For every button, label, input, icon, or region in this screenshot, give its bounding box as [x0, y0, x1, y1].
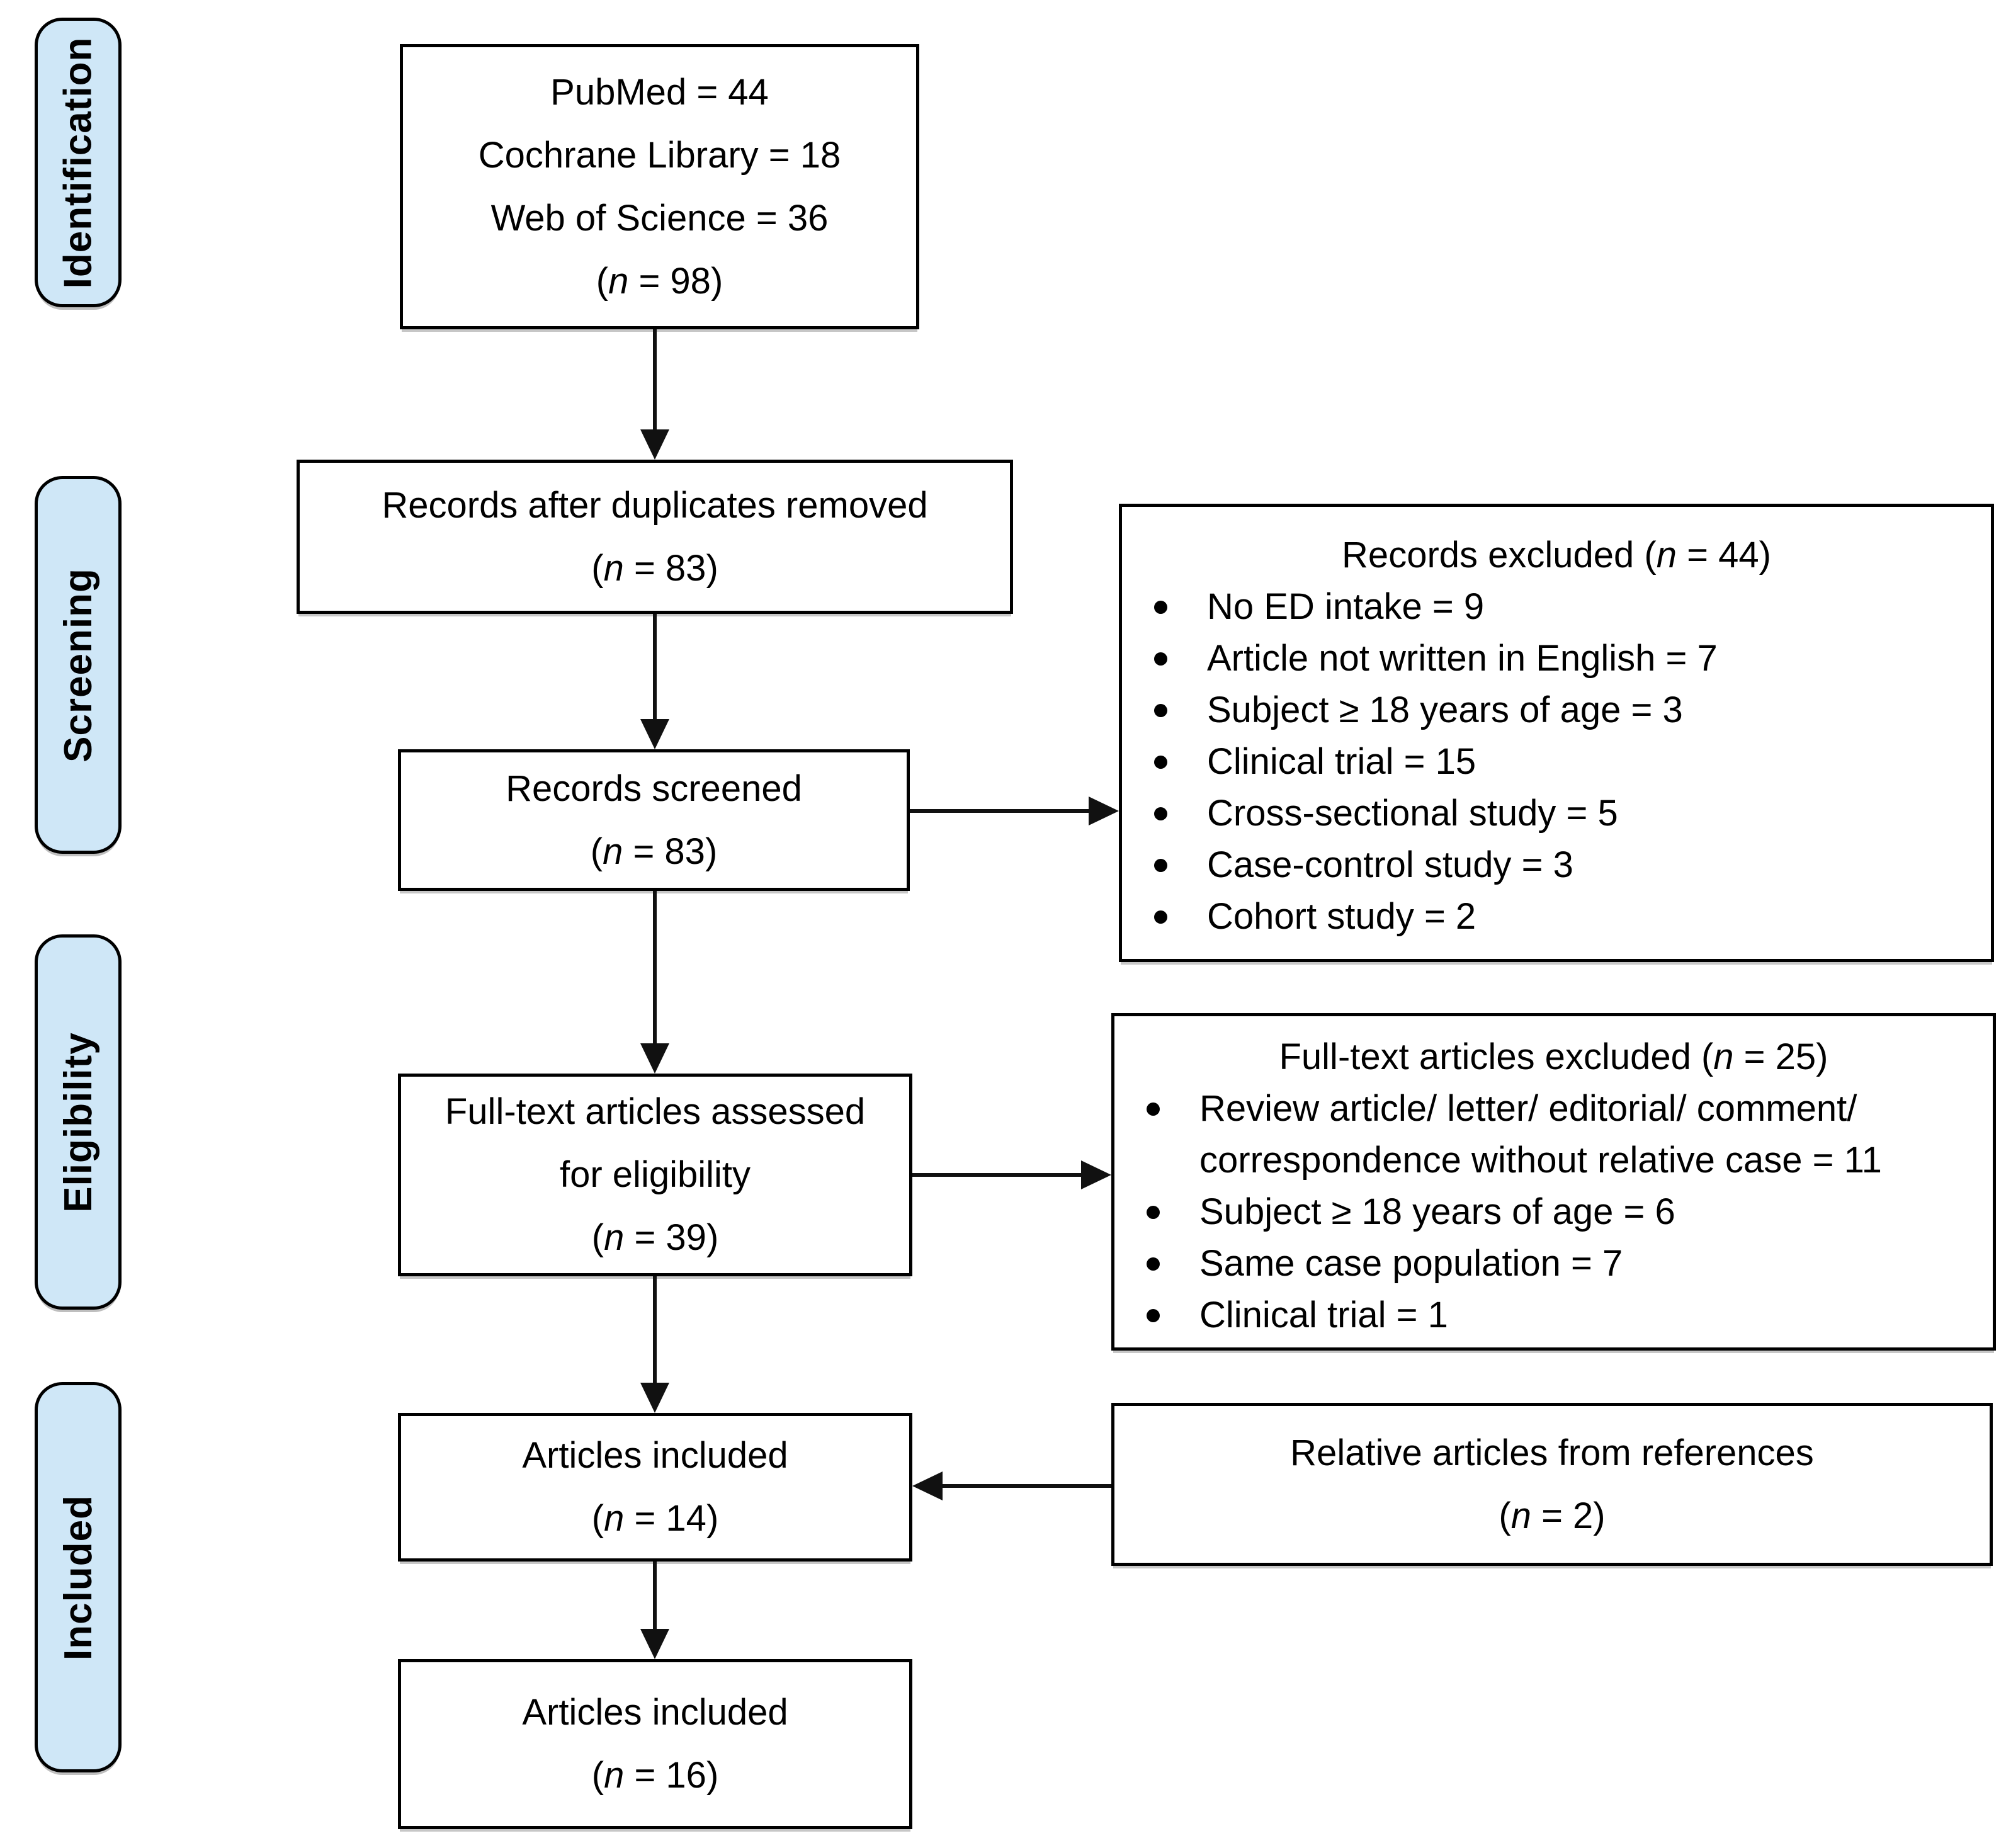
exclusion-reason-item: Cross-sectional study = 5 — [1150, 788, 1966, 839]
stage-label-identification: Identification — [35, 18, 122, 307]
arrow-head-down-icon — [640, 1629, 669, 1659]
box-line: Cochrane Library = 18 — [478, 134, 841, 176]
side-box-title: Full-text articles excluded (n = 25) — [1279, 1036, 1828, 1077]
arrow-screened-to-records-excluded — [910, 796, 1119, 825]
box-articles-included-16: Articles included (n = 16) — [398, 1659, 912, 1829]
exclusion-reason-item: Case-control study = 3 — [1150, 839, 1966, 891]
box-line: Web of Science = 36 — [490, 197, 829, 239]
box-line: for eligibility — [560, 1154, 751, 1195]
box-records-excluded: Records excluded (n = 44) No ED intake =… — [1119, 504, 1994, 962]
box-line: (n = 16) — [591, 1755, 719, 1796]
arrow-head-right-icon — [1089, 796, 1119, 825]
box-records-screened: Records screened (n = 83) — [398, 749, 910, 891]
arrow-shaft — [938, 1484, 1111, 1488]
arrow-head-down-icon — [640, 429, 669, 460]
arrow-shaft — [912, 1173, 1086, 1177]
arrow-shaft — [653, 1562, 657, 1634]
box-line: Records after duplicates removed — [382, 484, 928, 526]
box-line: (n = 2) — [1499, 1495, 1606, 1536]
box-line: (n = 83) — [590, 830, 718, 872]
exclusion-reason-item: Clinical trial = 1 — [1143, 1290, 1968, 1341]
box-line: (n = 83) — [591, 547, 718, 589]
arrow-shaft — [653, 329, 657, 434]
arrow-sources-to-dedup — [640, 329, 669, 460]
arrow-references-to-included14 — [912, 1471, 1111, 1500]
box-relative-articles-from-references: Relative articles from references (n = 2… — [1111, 1403, 1993, 1566]
box-fulltext-articles-assessed: Full-text articles assessed for eligibil… — [398, 1074, 912, 1276]
arrow-head-right-icon — [1081, 1160, 1111, 1189]
exclusion-reason-item: Subject ≥ 18 years of age = 3 — [1150, 684, 1966, 736]
stage-label-text: Screening — [56, 567, 100, 762]
box-line: Relative articles from references — [1290, 1432, 1814, 1473]
box-line: Full-text articles assessed — [445, 1091, 866, 1132]
stage-label-eligibility: Eligibility — [35, 934, 122, 1310]
box-line: Records screened — [506, 768, 802, 809]
stage-label-text: Identification — [56, 37, 100, 288]
arrow-head-left-icon — [912, 1471, 943, 1500]
arrow-shaft — [910, 809, 1094, 813]
box-records-after-duplicates-removed: Records after duplicates removed (n = 83… — [297, 460, 1013, 614]
arrow-shaft — [653, 891, 657, 1048]
arrow-fulltext-to-included14 — [640, 1276, 669, 1413]
exclusion-reason-item: Clinical trial = 15 — [1150, 736, 1966, 788]
box-line: (n = 14) — [591, 1498, 719, 1539]
box-line: PubMed = 44 — [550, 71, 769, 113]
arrow-head-down-icon — [640, 1043, 669, 1074]
exclusion-reason-item: Article not written in English = 7 — [1150, 633, 1966, 684]
exclusion-reason-item: Review article/ letter/ editorial/ comme… — [1143, 1083, 1968, 1186]
box-line: (n = 39) — [591, 1217, 719, 1258]
stage-label-included: Included — [35, 1382, 122, 1772]
box-line: (n = 98) — [596, 260, 723, 302]
exclusion-reason-item: Subject ≥ 18 years of age = 6 — [1143, 1186, 1968, 1238]
side-box-title: Records excluded (n = 44) — [1342, 535, 1771, 575]
arrow-head-down-icon — [640, 719, 669, 749]
box-line: Articles included — [522, 1692, 788, 1733]
exclusion-reason-item: Same case population = 7 — [1143, 1238, 1968, 1290]
arrow-head-down-icon — [640, 1383, 669, 1413]
exclusion-reason-item: No ED intake = 9 — [1150, 581, 1966, 633]
box-line: Articles included — [522, 1435, 788, 1476]
box-fulltext-articles-excluded: Full-text articles excluded (n = 25) Rev… — [1111, 1013, 1996, 1351]
arrow-dedup-to-screened — [640, 614, 669, 749]
exclusion-reason-item: Cohort study = 2 — [1150, 891, 1966, 943]
stage-label-text: Included — [56, 1494, 100, 1660]
arrow-shaft — [653, 1276, 657, 1388]
arrow-included14-to-included16 — [640, 1562, 669, 1659]
box-articles-included-14: Articles included (n = 14) — [398, 1413, 912, 1562]
exclusion-reasons-list: Review article/ letter/ editorial/ comme… — [1114, 1083, 1993, 1341]
arrow-shaft — [653, 614, 657, 724]
arrow-screened-to-fulltext — [640, 891, 669, 1074]
stage-label-screening: Screening — [35, 476, 122, 854]
stage-label-text: Eligibility — [56, 1031, 100, 1213]
box-database-sources: PubMed = 44 Cochrane Library = 18 Web of… — [400, 44, 919, 329]
arrow-fulltext-to-fulltext-excluded — [912, 1160, 1111, 1189]
